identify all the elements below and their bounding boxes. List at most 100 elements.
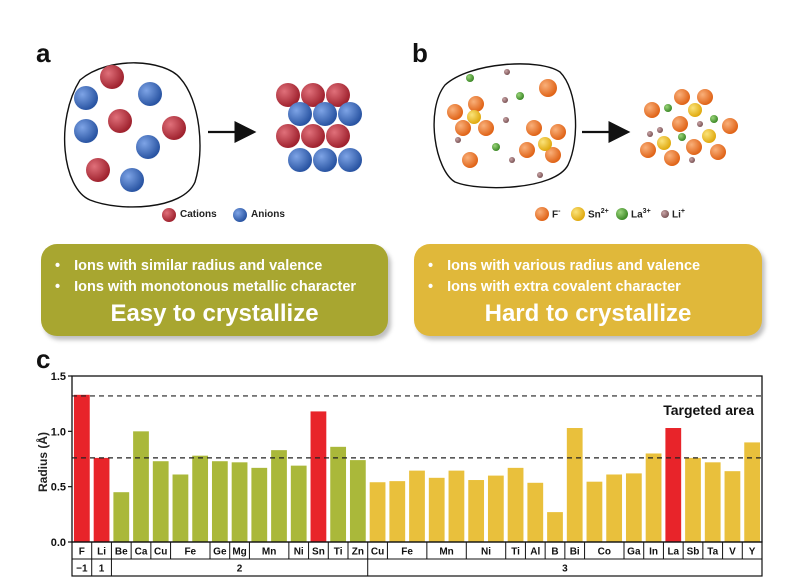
bar-mn — [251, 467, 268, 542]
bar-fe — [172, 474, 189, 542]
bar-be — [113, 492, 130, 542]
bar-ti — [507, 467, 524, 542]
panel-b-letter: b — [412, 38, 428, 68]
element-label-mn: Mn — [262, 547, 276, 558]
bar-ni — [468, 480, 485, 542]
bar-mn — [428, 477, 445, 542]
bar-li — [93, 457, 110, 542]
element-label-zn: Zn — [352, 547, 364, 558]
hard-bullet-2: Ions with extra covalent character — [428, 277, 700, 298]
hard-title: Hard to crystallize — [484, 300, 692, 327]
easy-title: Easy to crystallize — [110, 300, 319, 327]
targeted-area-annotation: Targeted area — [663, 402, 754, 418]
element-label-bi: Bi — [570, 547, 580, 558]
cation-legend-label: Cations — [180, 209, 217, 220]
li-legend-label: Li+ — [672, 208, 685, 221]
valence-label: 2 — [237, 564, 243, 575]
panel-a-letter: a — [36, 38, 51, 68]
element-label-ti: Ti — [511, 547, 520, 558]
element-label-ge: Ge — [213, 547, 227, 558]
element-label-ta: Ta — [707, 547, 718, 558]
bar-zn — [349, 460, 366, 542]
element-label-sb: Sb — [687, 547, 700, 558]
y-tick-label: 1.0 — [51, 426, 66, 438]
valence-label: −1 — [76, 564, 88, 575]
y-tick-label: 0.0 — [51, 537, 66, 549]
element-label-ni: Ni — [481, 547, 491, 558]
bar-bi — [566, 428, 583, 542]
bar-mn — [448, 470, 465, 542]
element-label-sn: Sn — [312, 547, 325, 558]
bar-b — [547, 512, 563, 542]
bar-ca — [133, 431, 149, 542]
bar-co — [586, 481, 603, 542]
cation-legend-swatch — [162, 208, 176, 222]
element-label-v: V — [729, 547, 736, 558]
bar-in — [645, 453, 662, 542]
bar-mg — [231, 462, 248, 542]
element-label-cu: Cu — [154, 547, 167, 558]
bar-mn — [271, 450, 287, 542]
bar-ni — [290, 465, 307, 542]
la-legend-swatch — [616, 208, 628, 220]
element-label-cu: Cu — [371, 547, 384, 558]
valence-label: 1 — [99, 564, 105, 575]
bar-cu — [369, 482, 386, 542]
bar-f — [73, 394, 90, 542]
bar-ni — [487, 475, 504, 542]
element-label-b: B — [551, 547, 558, 558]
bar-la — [665, 428, 682, 542]
element-label-in: In — [649, 547, 658, 558]
panel-a-crystal-lattice — [276, 83, 362, 172]
element-label-la: La — [667, 547, 679, 558]
bar-fe — [389, 481, 406, 542]
bar-co — [606, 474, 623, 542]
anion-legend-label: Anions — [251, 209, 285, 220]
panel-c-letter: c — [36, 344, 51, 374]
panel-b-disordered-ions — [447, 69, 566, 178]
hard-bullet-1: Ions with various radius and valence — [428, 256, 700, 277]
bar-sn — [310, 411, 327, 542]
f-legend-label: F- — [552, 208, 561, 221]
anion-legend-swatch — [233, 208, 247, 222]
element-label-mg: Mg — [232, 547, 246, 558]
element-label-co: Co — [598, 547, 611, 558]
element-label-li: Li — [97, 547, 106, 558]
easy-crystallize-box: Ions with similar radius and valence Ion… — [41, 244, 388, 336]
element-label-ti: Ti — [334, 547, 343, 558]
panel-a-disordered-ions — [74, 65, 186, 192]
element-label-y: Y — [749, 547, 756, 558]
easy-bullets: Ions with similar radius and valence Ion… — [55, 256, 356, 298]
bar-y — [744, 442, 761, 542]
bar-ta — [704, 462, 721, 542]
sn-legend-label: Sn2+ — [588, 208, 609, 221]
bar-cu — [152, 461, 169, 542]
bar-ga — [625, 473, 642, 542]
y-tick-label: 1.5 — [51, 371, 66, 383]
f-legend-swatch — [535, 207, 549, 221]
bar-ti — [330, 446, 347, 542]
easy-bullet-1: Ions with similar radius and valence — [55, 256, 356, 277]
bar-al — [527, 482, 544, 542]
hard-bullets: Ions with various radius and valence Ion… — [428, 256, 700, 298]
element-label-ca: Ca — [135, 547, 148, 558]
element-label-fe: Fe — [401, 547, 413, 558]
element-label-mn: Mn — [439, 547, 453, 558]
element-label-fe: Fe — [184, 547, 196, 558]
panel-b-product-cluster — [640, 89, 738, 166]
amorphous-boundary-a — [64, 62, 201, 208]
bar-ge — [211, 461, 228, 542]
amorphous-boundary-b — [433, 63, 577, 189]
bar-fe — [409, 470, 425, 542]
y-tick-label: 0.5 — [51, 482, 66, 494]
bar-v — [724, 471, 741, 542]
easy-bullet-2: Ions with monotonous metallic character — [55, 277, 356, 298]
bar-sb — [685, 457, 701, 542]
element-label-ni: Ni — [294, 547, 304, 558]
element-label-al: Al — [530, 547, 540, 558]
valence-label: 3 — [562, 564, 568, 575]
element-label-be: Be — [115, 547, 128, 558]
hard-crystallize-box: Ions with various radius and valence Ion… — [414, 244, 762, 336]
